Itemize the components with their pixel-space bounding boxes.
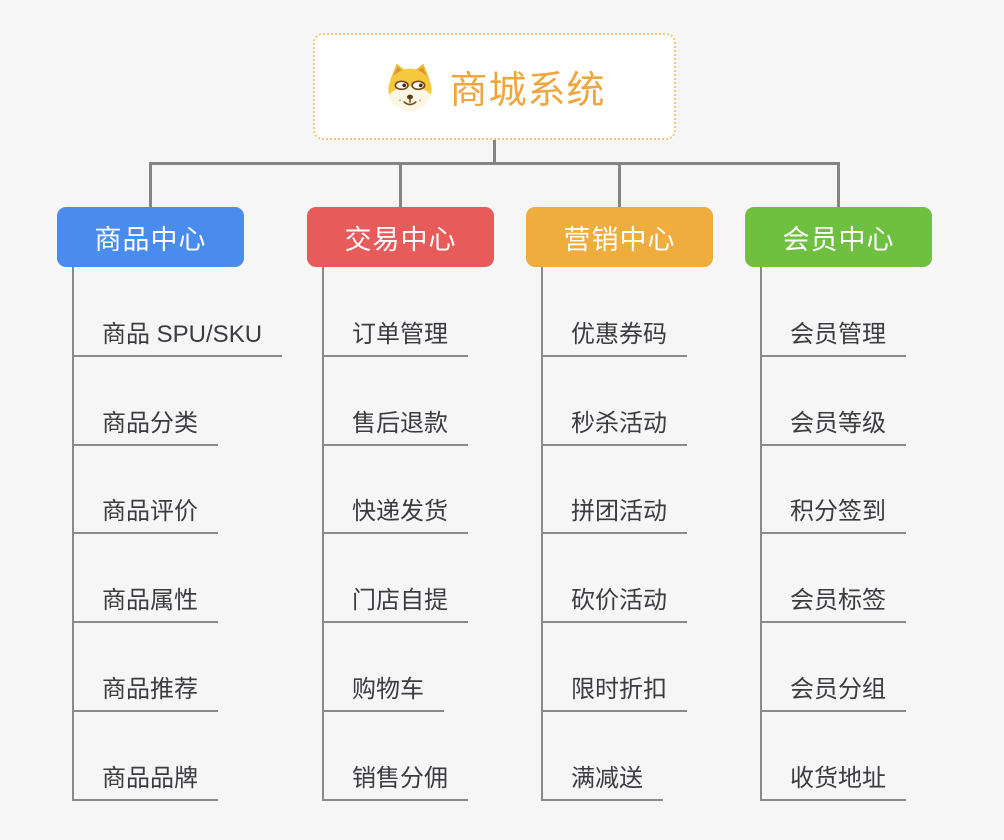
connector-drop-member <box>837 162 840 207</box>
branch-label: 交易中心 <box>344 224 457 255</box>
subtopic-flash-sale[interactable]: 秒杀活动 <box>541 404 687 446</box>
subtopic-limited-time-discount[interactable]: 限时折扣 <box>541 670 687 712</box>
doge-icon <box>388 63 433 110</box>
subtopic-shipping-address[interactable]: 收货地址 <box>760 759 906 801</box>
subtopic-member-level[interactable]: 会员等级 <box>760 404 906 446</box>
subtopic-sales-commission[interactable]: 销售分佣 <box>322 759 468 801</box>
root-topic[interactable]: 商城系统 <box>313 33 676 140</box>
spine-marketing <box>541 267 543 801</box>
subtopic-order-management[interactable]: 订单管理 <box>322 315 468 357</box>
subtopic-product-category[interactable]: 商品分类 <box>72 404 218 446</box>
subtopic-store-pickup[interactable]: 门店自提 <box>322 581 468 623</box>
connector-drop-marketing <box>618 162 621 207</box>
subtopic-product-recommend[interactable]: 商品推荐 <box>72 670 218 712</box>
subtopic-member-management[interactable]: 会员管理 <box>760 315 906 357</box>
connector-drop-product <box>149 162 152 207</box>
connector-root-stem <box>493 139 496 165</box>
spine-product <box>72 267 74 801</box>
subtopic-member-tags[interactable]: 会员标签 <box>760 581 906 623</box>
connector-horizontal-bar <box>149 162 840 165</box>
subtopic-member-groups[interactable]: 会员分组 <box>760 670 906 712</box>
branch-label: 商品中心 <box>94 224 207 255</box>
spine-member <box>760 267 762 801</box>
branch-member-center[interactable]: 会员中心 <box>745 207 932 267</box>
connector-drop-trade <box>399 162 402 207</box>
subtopic-aftersale-refund[interactable]: 售后退款 <box>322 404 468 446</box>
branch-trade-center[interactable]: 交易中心 <box>307 207 494 267</box>
subtopic-product-spu-sku[interactable]: 商品 SPU/SKU <box>72 315 283 357</box>
subtopic-shopping-cart[interactable]: 购物车 <box>322 670 444 712</box>
subtopic-product-review[interactable]: 商品评价 <box>72 492 218 534</box>
subtopic-product-attribute[interactable]: 商品属性 <box>72 581 218 623</box>
branch-label: 营销中心 <box>563 224 676 255</box>
spine-trade <box>322 267 324 801</box>
subtopic-points-checkin[interactable]: 积分签到 <box>760 492 906 534</box>
branch-marketing-center[interactable]: 营销中心 <box>526 207 713 267</box>
root-topic-title: 商城系统 <box>449 70 606 112</box>
subtopic-coupon-code[interactable]: 优惠券码 <box>541 315 687 357</box>
branch-product-center[interactable]: 商品中心 <box>57 207 244 267</box>
subtopic-express-delivery[interactable]: 快递发货 <box>322 492 468 534</box>
subtopic-bargain-activity[interactable]: 砍价活动 <box>541 581 687 623</box>
subtopic-group-buy[interactable]: 拼团活动 <box>541 492 687 534</box>
branch-label: 会员中心 <box>782 224 895 255</box>
subtopic-spend-and-save[interactable]: 满减送 <box>541 759 663 801</box>
subtopic-product-brand[interactable]: 商品品牌 <box>72 759 218 801</box>
